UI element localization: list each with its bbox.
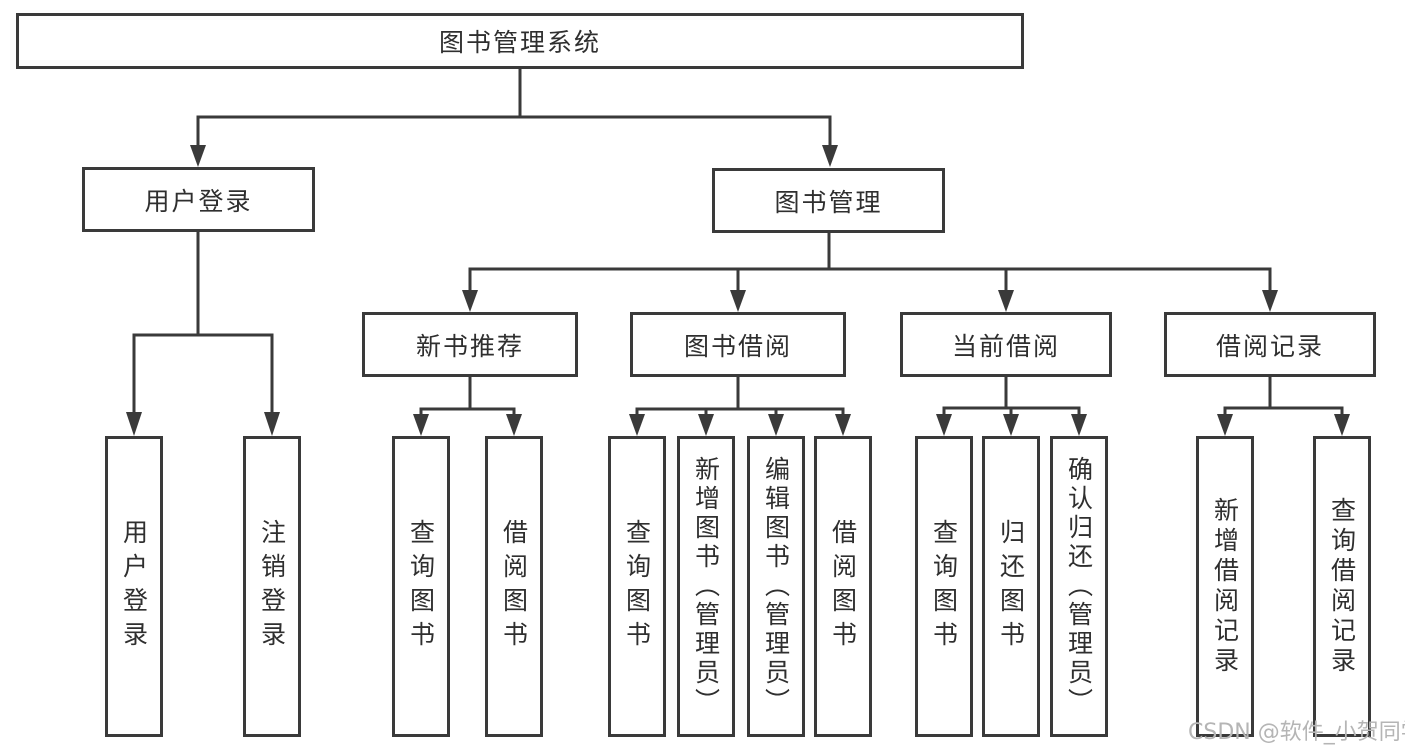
connector-new-book-rec-to-children [413,377,522,436]
node-new-book-rec-label: 新书推荐 [415,331,524,361]
arrowhead-down [462,290,478,312]
arrowhead-down [1071,414,1087,436]
leaf-borrow-add-book-label: 新增图书（管理员） [691,456,721,717]
leaf-current-return-book: 归还图书 [982,436,1040,737]
node-root-label: 图书管理系统 [438,28,601,57]
node-book-borrow-label: 图书借阅 [683,331,792,361]
node-user-login: 用户登录 [82,167,315,232]
leaf-borrow-add-book: 新增图书（管理员） [677,436,735,737]
leaf-records-query-record: 查询借阅记录 [1313,436,1371,737]
arrowhead-down [629,414,645,436]
arrowhead-down [998,290,1014,312]
leaf-user-login-label: 用户登录 [119,518,149,655]
leaf-logout: 注销登录 [243,436,301,737]
arrowhead-down [126,412,142,436]
arrowhead-down [822,145,838,167]
connector-borrow-records-to-children [1217,377,1350,436]
arrowhead-down [506,414,522,436]
leaf-borrow-query-book: 查询图书 [608,436,666,737]
arrowhead-down [1003,414,1019,436]
leaf-borrow-borrow-book: 借阅图书 [814,436,872,737]
node-book-borrow: 图书借阅 [630,312,846,377]
connector-root-to-level2 [190,69,838,167]
leaf-user-login: 用户登录 [105,436,163,737]
arrowhead-down [413,414,429,436]
leaf-records-add-record-label: 新增借阅记录 [1210,496,1240,677]
leaf-current-return-book-label: 归还图书 [996,518,1026,655]
node-book-mgmt: 图书管理 [712,168,945,233]
arrowhead-down [264,412,280,436]
connector-book-borrow-to-children [629,377,851,436]
node-borrow-records: 借阅记录 [1164,312,1376,377]
node-book-mgmt-label: 图书管理 [774,187,883,217]
node-root: 图书管理系统 [16,13,1024,69]
arrowhead-down [936,414,952,436]
node-current-borrow-label: 当前借阅 [951,331,1060,361]
node-current-borrow: 当前借阅 [900,312,1112,377]
leaf-borrow-edit-book: 编辑图书（管理员） [747,436,805,737]
leaf-borrow-query-book-label: 查询图书 [622,518,652,655]
leaf-logout-label: 注销登录 [257,518,287,655]
leaf-records-add-record: 新增借阅记录 [1196,436,1254,737]
leaf-rec-query-book: 查询图书 [392,436,450,737]
arrowhead-down [835,414,851,436]
arrowhead-down [1334,414,1350,436]
leaf-borrow-edit-book-label: 编辑图书（管理员） [761,456,791,717]
leaf-current-query-book-label: 查询图书 [929,518,959,655]
leaf-records-query-record-label: 查询借阅记录 [1327,496,1357,677]
leaf-rec-borrow-book: 借阅图书 [485,436,543,737]
arrowhead-down [768,414,784,436]
arrowhead-down [730,290,746,312]
arrowhead-down [698,414,714,436]
connector-current-borrow-to-children [936,377,1087,436]
leaf-current-query-book: 查询图书 [915,436,973,737]
leaf-current-confirm-return: 确认归还（管理员） [1050,436,1108,737]
node-new-book-rec: 新书推荐 [362,312,578,377]
leaf-rec-borrow-book-label: 借阅图书 [499,518,529,655]
leaf-rec-query-book-label: 查询图书 [406,518,436,655]
connector-book-mgmt-to-level3 [462,233,1278,312]
csdn-watermark: CSDN @软件_小贺同学 [1188,720,1405,745]
connector-user-login-to-children [126,232,280,436]
arrowhead-down [1217,414,1233,436]
node-borrow-records-label: 借阅记录 [1215,331,1324,361]
arrowhead-down [1262,290,1278,312]
leaf-current-confirm-return-label: 确认归还（管理员） [1064,456,1094,717]
node-user-login-label: 用户登录 [144,186,253,216]
leaf-borrow-borrow-book-label: 借阅图书 [828,518,858,655]
arrowhead-down [190,145,206,167]
